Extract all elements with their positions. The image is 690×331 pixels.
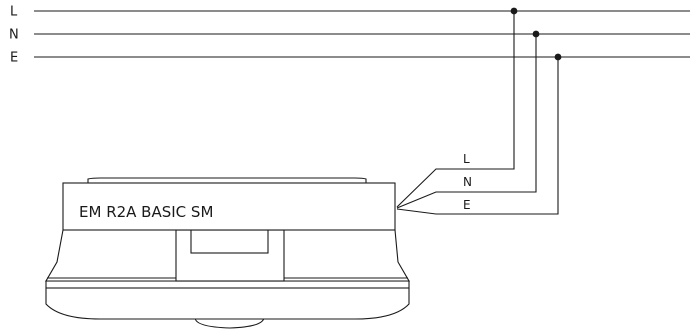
wire-label-l: L — [463, 152, 470, 166]
device-head — [62, 182, 396, 231]
device-lens — [194, 317, 265, 329]
device-base-plate — [45, 287, 410, 320]
bus-lines: L N E — [9, 5, 690, 66]
wire-n — [396, 34, 537, 209]
device: EM R2A BASIC SM — [45, 177, 410, 329]
wire-l — [396, 11, 515, 208]
wire-e — [396, 57, 559, 215]
bus-label-l: L — [10, 5, 18, 20]
device-base-band — [45, 280, 410, 289]
drop-wires: L N E — [396, 11, 559, 215]
wire-label-e: E — [463, 198, 471, 212]
bus-label-n: N — [9, 28, 19, 43]
wire-label-n: N — [463, 175, 472, 189]
device-window-inner — [190, 229, 269, 254]
bus-label-e: E — [10, 51, 18, 66]
device-top-cap — [87, 177, 367, 184]
device-label: EM R2A BASIC SM — [79, 203, 213, 221]
